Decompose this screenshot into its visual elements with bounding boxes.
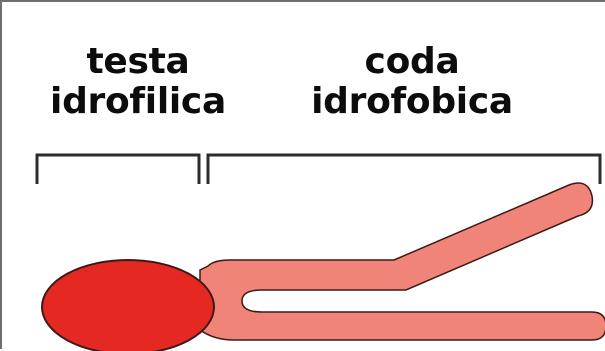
tail-label-line2: idrofobica [311,81,513,122]
hydrophilic-head [41,259,215,351]
head-label-line1: testa [86,41,190,82]
head-bracket [35,153,201,184]
tail-label: coda idrofobica [302,42,522,122]
tail-bracket [206,153,602,184]
head-label-line2: idrofilica [50,81,226,122]
tail-label-line1: coda [364,41,460,82]
head-label: testa idrofilica [50,42,226,122]
hydrophobic-tail [199,182,605,341]
